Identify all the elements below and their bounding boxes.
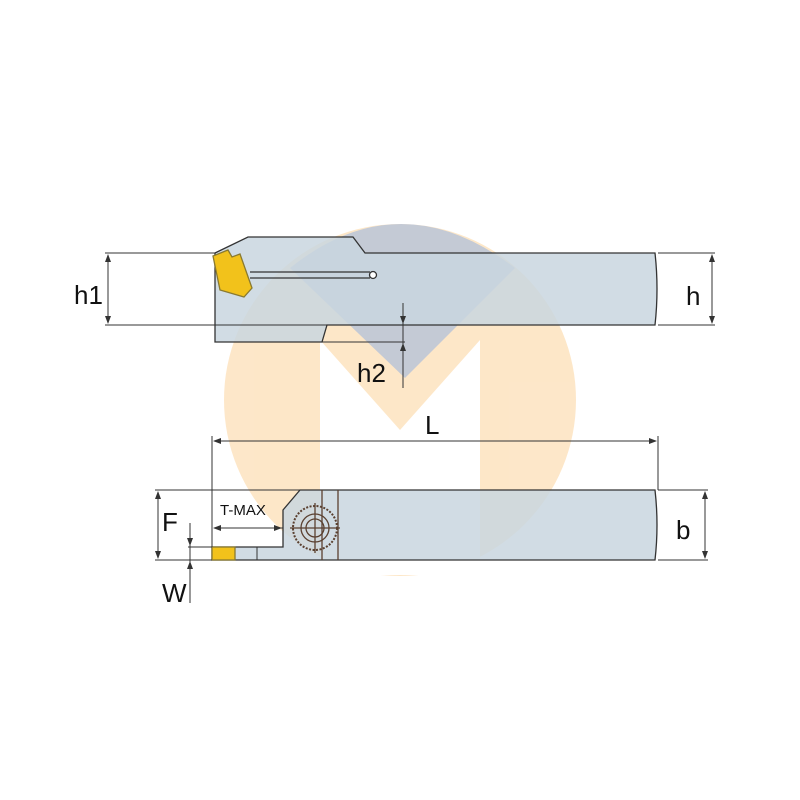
clamp-screw-icon — [290, 503, 340, 553]
label-F: F — [162, 507, 178, 537]
label-h: h — [686, 281, 700, 311]
arrowheads-bottom — [155, 438, 708, 569]
label-tmax: T-MAX — [220, 502, 266, 519]
label-b: b — [676, 515, 690, 545]
label-L: L — [425, 410, 439, 440]
bottom-view — [155, 436, 708, 603]
label-h1: h1 — [74, 280, 103, 310]
arrowheads-top — [105, 254, 715, 351]
slot-hole — [368, 270, 378, 280]
label-W: W — [162, 578, 187, 608]
holder-body-top — [214, 236, 658, 343]
dimensions-bottom — [155, 436, 708, 603]
insert-top — [212, 249, 253, 298]
top-view — [105, 236, 715, 388]
insert-bottom — [211, 546, 236, 561]
label-h2: h2 — [357, 358, 386, 388]
